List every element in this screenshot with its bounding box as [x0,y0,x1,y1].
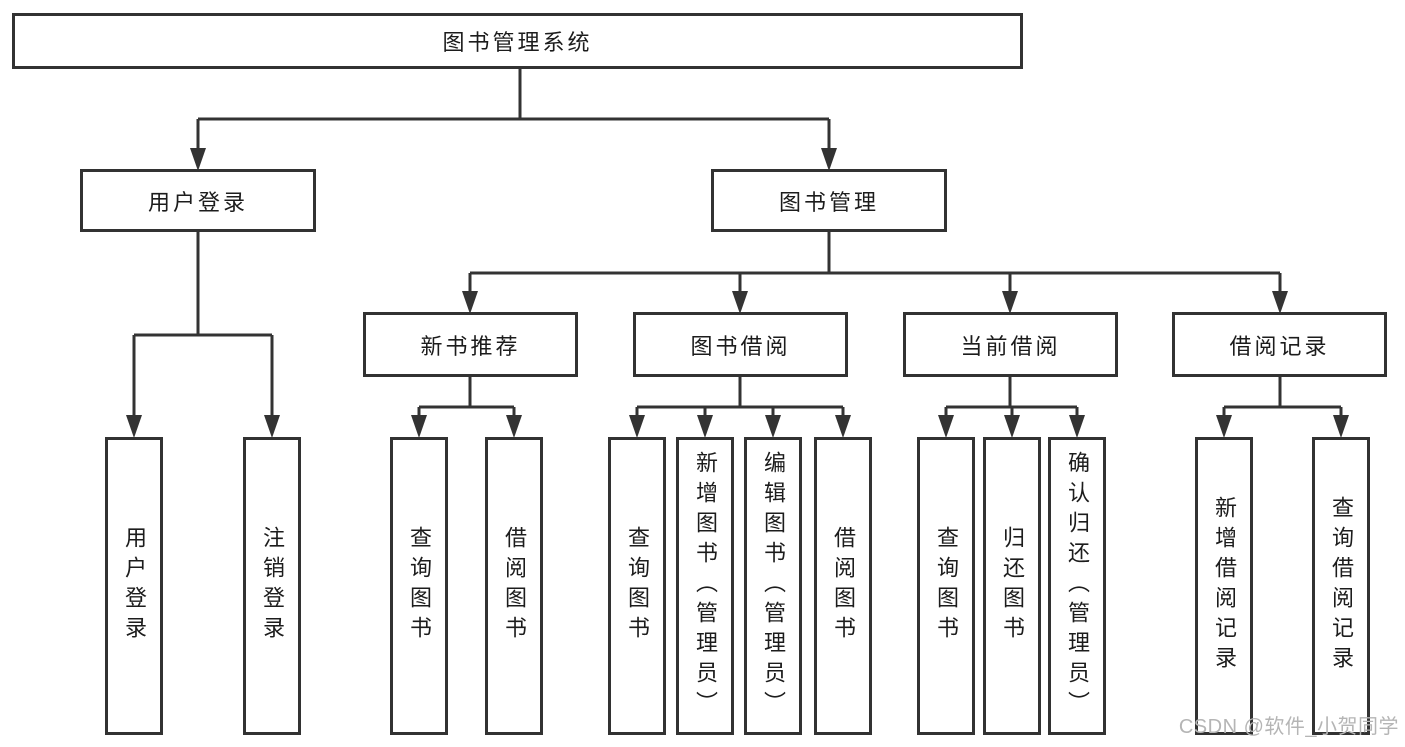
leaf-logout-login: 注销登录 [243,437,301,735]
edge-root-to-level1 [196,69,831,150]
leaf-records-add-record: 新增借阅记录 [1195,437,1253,735]
node-book-management: 图书管理 [711,169,947,232]
leaf-current-confirm-return-admin: 确认归还（管理员） [1048,437,1106,735]
arrow-icon [1272,291,1288,314]
node-library-system: 图书管理系统 [12,13,1023,69]
arrow-icon [765,415,781,438]
arrow-icon [938,415,954,438]
node-label: 查询图书 [934,526,959,646]
leaf-newbook-borrow-books: 借阅图书 [485,437,543,735]
arrow-icon [1004,415,1020,438]
arrow-icon [629,415,645,438]
arrow-icon [506,415,522,438]
node-label: 查询图书 [407,526,432,646]
leaf-records-query-record: 查询借阅记录 [1312,437,1370,735]
arrow-icon [732,291,748,314]
node-label: 图书管理 [778,189,879,215]
arrow-icon [835,415,851,438]
node-label: 借阅图书 [502,526,527,646]
edge-newbook-to-leaves [417,377,516,417]
edge-userlogin-to-leaves [132,232,274,417]
edge-bookmgmt-to-level2 [468,232,1282,293]
leaf-borrowing-add-books-admin: 新增图书（管理员） [676,437,734,735]
node-current-borrowing: 当前借阅 [903,312,1118,377]
node-label: 用户登录 [147,189,248,215]
node-label: 当前借阅 [960,333,1061,359]
leaf-borrowing-edit-books-admin: 编辑图书（管理员） [744,437,802,735]
node-label: 编辑图书（管理员） [761,451,786,721]
arrow-icon [1333,415,1349,438]
node-label: 归还图书 [1000,526,1025,646]
leaf-current-return-books: 归还图书 [983,437,1041,735]
arrow-icon [1069,415,1085,438]
leaf-current-query-books: 查询图书 [917,437,975,735]
watermark-csdn: CSDN @软件_小贺同学 [1178,716,1399,738]
arrow-icon [821,148,837,171]
node-label: 图书管理系统 [442,30,593,55]
leaf-newbook-query-books: 查询图书 [390,437,448,735]
arrow-icon [126,415,142,438]
node-label: 用户登录 [122,526,147,646]
arrow-icon [462,291,478,314]
node-label: 注销登录 [260,526,285,646]
node-label: 新增借阅记录 [1212,496,1237,676]
node-label: 查询图书 [625,526,650,646]
leaf-user-login: 用户登录 [105,437,163,735]
arrow-icon [1002,291,1018,314]
node-label: 新增图书（管理员） [693,451,718,721]
node-user-login: 用户登录 [80,169,316,232]
leaf-borrowing-query-books: 查询图书 [608,437,666,735]
edge-records-to-leaves [1222,377,1343,417]
arrow-icon [411,415,427,438]
arrowheads [126,148,1349,438]
arrow-icon [190,148,206,171]
node-label: 确认归还（管理员） [1065,451,1090,721]
node-book-borrowing: 图书借阅 [633,312,848,377]
leaf-borrowing-borrow-books: 借阅图书 [814,437,872,735]
node-new-book-recommendation: 新书推荐 [363,312,578,377]
arrow-icon [264,415,280,438]
arrow-icon [1216,415,1232,438]
node-label: 图书借阅 [690,333,791,359]
node-label: 借阅记录 [1229,333,1330,359]
node-label: 新书推荐 [420,333,521,359]
edge-currentborrow-to-leaves [944,377,1079,417]
node-borrowing-records: 借阅记录 [1172,312,1387,377]
node-label: 查询借阅记录 [1329,496,1354,676]
arrow-icon [697,415,713,438]
node-label: 借阅图书 [831,526,856,646]
edge-bookborrow-to-leaves [635,377,845,417]
